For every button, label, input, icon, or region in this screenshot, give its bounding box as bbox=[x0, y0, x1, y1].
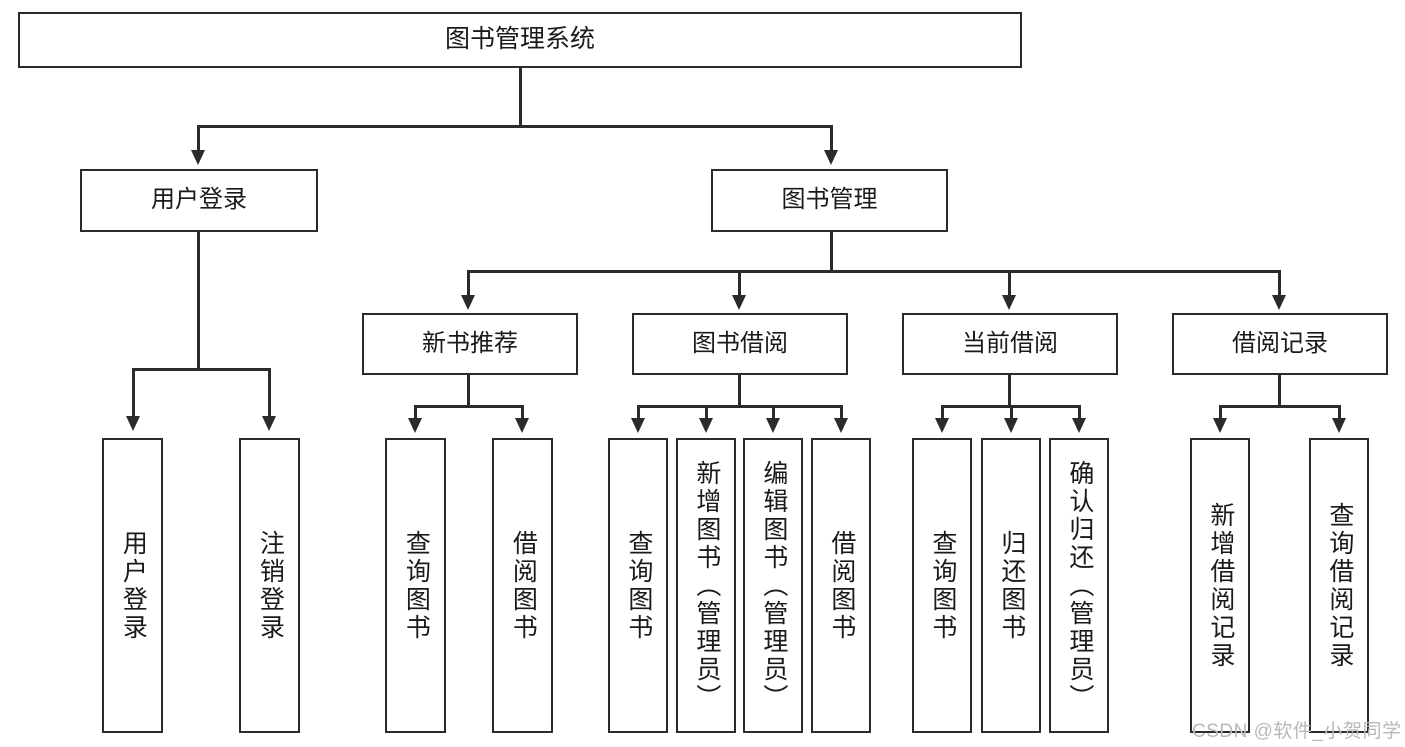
node-label: 查询图书 bbox=[624, 529, 653, 642]
leaf-query-borrow-record[interactable]: 查询借阅记录 bbox=[1309, 438, 1369, 733]
node-label: 注销登录 bbox=[256, 529, 285, 642]
arrowhead-records-to-leaf2 bbox=[1332, 418, 1346, 433]
edge-root-to-login bbox=[197, 125, 200, 153]
node-label: 图书借阅 bbox=[692, 329, 788, 357]
leaf-return-books[interactable]: 归还图书 bbox=[981, 438, 1041, 733]
arrowhead-root-to-bookmgmt bbox=[824, 150, 838, 165]
arrowhead-login-to-leaf2 bbox=[262, 416, 276, 431]
edge-newbook-to-leaf1 bbox=[414, 405, 417, 421]
edge-current-to-leaf1 bbox=[941, 405, 944, 421]
arrowhead-bookmgmt-to-newbook bbox=[461, 295, 475, 310]
node-label: 查询借阅记录 bbox=[1325, 501, 1354, 670]
arrowhead-borrow-to-leaf2 bbox=[699, 418, 713, 433]
node-borrow-records[interactable]: 借阅记录 bbox=[1172, 313, 1388, 375]
leaf-user-login[interactable]: 用户登录 bbox=[102, 438, 163, 733]
arrowhead-borrow-to-leaf1 bbox=[631, 418, 645, 433]
leaf-query-books-newbook[interactable]: 查询图书 bbox=[385, 438, 446, 733]
arrowhead-bookmgmt-to-current bbox=[1002, 295, 1016, 310]
arrowhead-bookmgmt-to-borrow bbox=[732, 295, 746, 310]
edge-root-trunk bbox=[519, 68, 522, 126]
edge-current-trunk bbox=[1008, 375, 1011, 407]
edge-borrow-to-leaf2 bbox=[705, 405, 708, 421]
edge-login-to-leaf2 bbox=[268, 368, 271, 420]
leaf-borrow-books-newbook[interactable]: 借阅图书 bbox=[492, 438, 553, 733]
edge-bookmgmt-to-records bbox=[1278, 270, 1281, 298]
edge-bookmgmt-bus bbox=[467, 270, 1280, 273]
node-new-book-recommendation[interactable]: 新书推荐 bbox=[362, 313, 578, 375]
edge-borrow-bus bbox=[637, 405, 842, 408]
node-current-borrowing[interactable]: 当前借阅 bbox=[902, 313, 1118, 375]
arrowhead-root-to-login bbox=[191, 150, 205, 165]
node-book-management[interactable]: 图书管理 bbox=[711, 169, 948, 232]
node-label: 查询图书 bbox=[402, 529, 431, 642]
arrowhead-newbook-to-leaf1 bbox=[408, 418, 422, 433]
leaf-logout[interactable]: 注销登录 bbox=[239, 438, 300, 733]
node-label: 用户登录 bbox=[119, 529, 148, 642]
edge-bookmgmt-to-newbook bbox=[467, 270, 470, 298]
node-label: 新书推荐 bbox=[422, 329, 518, 357]
leaf-borrow-books[interactable]: 借阅图书 bbox=[811, 438, 871, 733]
edge-records-bus bbox=[1219, 405, 1340, 408]
node-label: 借阅图书 bbox=[827, 529, 856, 642]
node-label: 归还图书 bbox=[997, 529, 1026, 642]
edge-root-bus bbox=[197, 125, 833, 128]
edge-bookmgmt-to-borrow bbox=[738, 270, 741, 298]
node-label: 当前借阅 bbox=[962, 329, 1058, 357]
edge-current-to-leaf3 bbox=[1078, 405, 1081, 421]
leaf-query-books-borrow[interactable]: 查询图书 bbox=[608, 438, 668, 733]
edge-newbook-trunk bbox=[467, 375, 470, 407]
edge-bookmgmt-trunk bbox=[830, 232, 833, 272]
edge-login-trunk bbox=[197, 232, 200, 370]
node-label: 借阅记录 bbox=[1232, 329, 1328, 357]
edge-records-to-leaf1 bbox=[1219, 405, 1222, 421]
arrowhead-login-to-leaf1 bbox=[126, 416, 140, 431]
arrowhead-records-to-leaf1 bbox=[1213, 418, 1227, 433]
node-label: 用户登录 bbox=[151, 186, 247, 214]
node-root-book-management-system[interactable]: 图书管理系统 bbox=[18, 12, 1022, 68]
leaf-edit-book-admin[interactable]: 编辑图书（管理员） bbox=[743, 438, 803, 733]
edge-newbook-bus bbox=[414, 405, 524, 408]
node-user-login[interactable]: 用户登录 bbox=[80, 169, 318, 232]
node-label: 编辑图书（管理员） bbox=[759, 459, 788, 712]
arrowhead-borrow-to-leaf4 bbox=[834, 418, 848, 433]
edge-newbook-to-leaf2 bbox=[521, 405, 524, 421]
arrowhead-current-to-leaf1 bbox=[935, 418, 949, 433]
node-label: 图书管理 bbox=[781, 186, 878, 214]
leaf-add-borrow-record[interactable]: 新增借阅记录 bbox=[1190, 438, 1250, 733]
arrowhead-current-to-leaf3 bbox=[1072, 418, 1086, 433]
edge-borrow-to-leaf4 bbox=[840, 405, 843, 421]
edge-borrow-trunk bbox=[738, 375, 741, 407]
node-book-borrowing[interactable]: 图书借阅 bbox=[632, 313, 848, 375]
node-label: 新增图书（管理员） bbox=[692, 459, 721, 712]
edge-borrow-to-leaf1 bbox=[637, 405, 640, 421]
edge-current-bus bbox=[941, 405, 1078, 408]
node-label: 查询图书 bbox=[928, 529, 957, 642]
node-label: 借阅图书 bbox=[509, 529, 538, 642]
leaf-add-book-admin[interactable]: 新增图书（管理员） bbox=[676, 438, 736, 733]
node-label: 图书管理系统 bbox=[444, 25, 595, 54]
edge-login-bus bbox=[132, 368, 270, 371]
node-label: 确认归还（管理员） bbox=[1065, 459, 1094, 712]
edge-root-to-bookmgmt bbox=[830, 125, 833, 153]
arrowhead-borrow-to-leaf3 bbox=[766, 418, 780, 433]
leaf-confirm-return-admin[interactable]: 确认归还（管理员） bbox=[1049, 438, 1109, 733]
leaf-query-books-current[interactable]: 查询图书 bbox=[912, 438, 972, 733]
arrowhead-current-to-leaf2 bbox=[1004, 418, 1018, 433]
edge-login-to-leaf1 bbox=[132, 368, 135, 420]
arrowhead-newbook-to-leaf2 bbox=[515, 418, 529, 433]
edge-bookmgmt-to-current bbox=[1008, 270, 1011, 298]
edge-records-trunk bbox=[1278, 375, 1281, 407]
edge-records-to-leaf2 bbox=[1338, 405, 1341, 421]
edge-borrow-to-leaf3 bbox=[772, 405, 775, 421]
edge-current-to-leaf2 bbox=[1010, 405, 1013, 421]
node-label: 新增借阅记录 bbox=[1206, 501, 1235, 670]
arrowhead-bookmgmt-to-records bbox=[1272, 295, 1286, 310]
